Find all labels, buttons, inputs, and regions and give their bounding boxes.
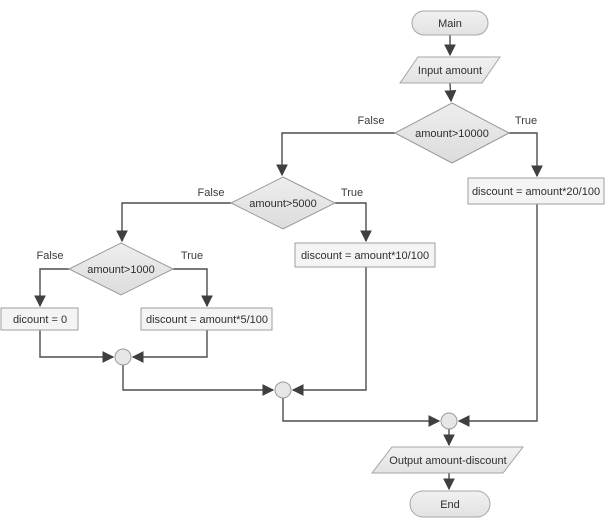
- edge-box20-to-merge3: [457, 204, 538, 427]
- io-output-shape: [370, 446, 525, 474]
- label-cond5000-true: True: [341, 187, 363, 199]
- label-cond10000-false: False: [358, 115, 385, 127]
- io-input-shape: [399, 56, 501, 84]
- io-output-label: Output amount-discount: [389, 455, 506, 467]
- edge-box0-to-merge1: [39, 330, 115, 363]
- edge-cond10000-false-to-cond5000: [276, 132, 395, 177]
- process-10-label: discount = amount*10/100: [301, 250, 429, 262]
- process-20-shape: [467, 177, 605, 205]
- process-zero-shape: [0, 307, 79, 331]
- node-main: Main: [411, 10, 489, 36]
- io-input-label: Input amount: [418, 65, 482, 77]
- node-discount-5: discount = amount*5/100: [140, 307, 273, 331]
- edge-cond5000-true-to-box10: [335, 202, 372, 243]
- edge-box10-to-merge2: [291, 267, 367, 396]
- edge-cond1000-true-to-box5: [173, 268, 213, 308]
- merge-connector-2: [274, 381, 292, 399]
- edge-cond5000-false-to-cond1000: [116, 202, 231, 243]
- node-discount-10: discount = amount*10/100: [294, 242, 436, 268]
- process-5-label: discount = amount*5/100: [146, 314, 268, 326]
- node-discount-zero: dicount = 0: [0, 307, 79, 331]
- process-20-label: discount = amount*20/100: [472, 186, 600, 198]
- node-cond-amount-1000: amount>1000: [67, 242, 175, 296]
- edges: [34, 35, 543, 491]
- edge-cond10000-true-to-box20: [509, 132, 543, 178]
- node-cond-amount-10000: amount>10000: [393, 102, 511, 164]
- node-discount-20: discount = amount*20/100: [467, 177, 605, 205]
- edge-box5-to-merge1: [131, 330, 208, 363]
- node-cond-amount-5000: amount>5000: [229, 176, 337, 230]
- decision-1000-label: amount>1000: [87, 264, 155, 276]
- branch-labels: False True False True False True: [37, 115, 538, 262]
- decision-10000-shape: [393, 102, 511, 164]
- process-zero-label: dicount = 0: [13, 314, 67, 326]
- label-cond1000-false: False: [37, 250, 64, 262]
- decision-5000-label: amount>5000: [249, 198, 317, 210]
- terminator-end-shape: [409, 490, 491, 518]
- node-end: End: [409, 490, 491, 518]
- process-5-shape: [140, 307, 273, 331]
- node-input-amount: Input amount: [399, 56, 501, 84]
- label-cond1000-true: True: [181, 250, 203, 262]
- label-cond5000-false: False: [198, 187, 225, 199]
- merge-connector-3: [440, 412, 458, 430]
- process-10-shape: [294, 242, 436, 268]
- node-output: Output amount-discount: [370, 446, 525, 474]
- merge-connector-1: [114, 348, 132, 366]
- decision-10000-label: amount>10000: [415, 128, 489, 140]
- terminator-end-label: End: [440, 499, 460, 511]
- edge-input-to-cond10000: [444, 82, 457, 103]
- terminator-main-label: Main: [438, 18, 462, 30]
- edge-merge1-to-merge2: [122, 365, 275, 396]
- decision-1000-shape: [67, 242, 175, 296]
- label-cond10000-true: True: [515, 115, 537, 127]
- edge-cond1000-false-to-box0: [34, 268, 69, 308]
- edge-merge2-to-merge3: [282, 398, 441, 427]
- decision-5000-shape: [229, 176, 337, 230]
- terminator-main-shape: [411, 10, 489, 36]
